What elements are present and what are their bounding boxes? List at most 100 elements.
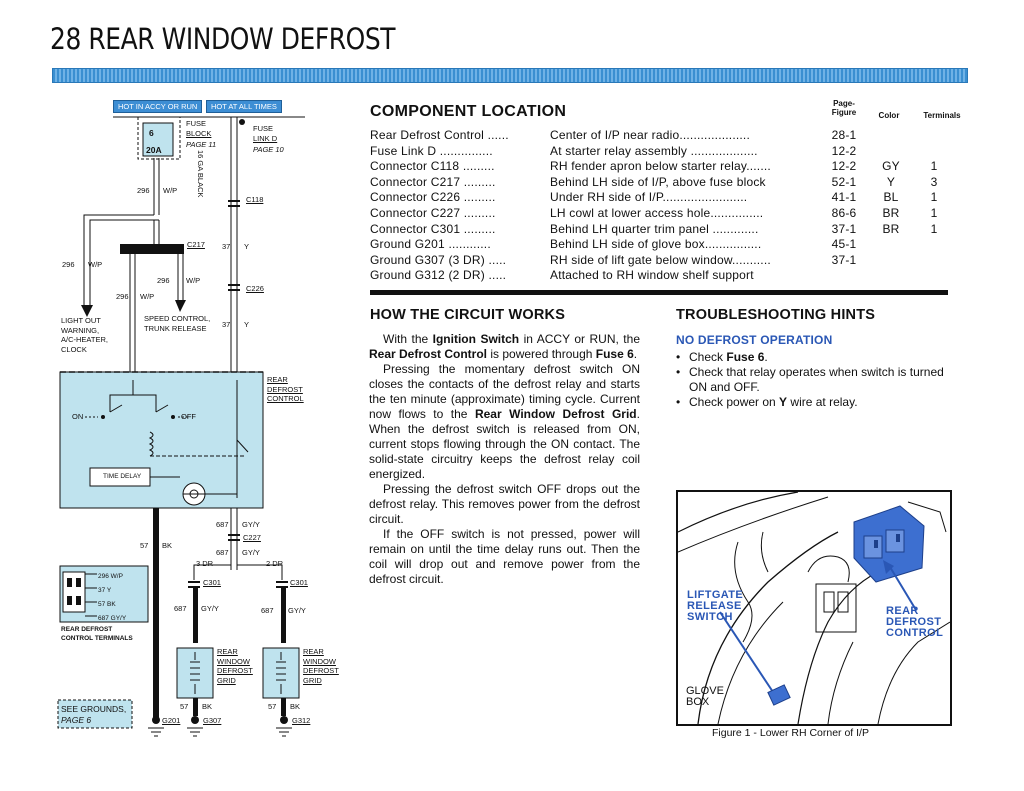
glove-box-label: GLOVE BOX [686,685,724,708]
page-title: 28 REAR WINDOW DEFROST [50,22,396,56]
title-bar [52,68,968,83]
wire-gyy-label-2: GY/Y [242,548,260,557]
wire-gyy-label: GY/Y [242,520,260,529]
troubleshooting-heading: TROUBLESHOOTING HINTS [676,307,876,323]
component-page-figure: 86-6 [831,206,857,220]
component-location: Behind LH side of I/P, above fuse block [550,174,766,189]
component-page-figure: 37-1 [831,221,857,236]
component-name: Connector C217 ......... [370,174,496,189]
wire-57-3dr-label: 57 [180,702,189,711]
wire-y-lower-label: Y [244,320,250,329]
component-name: Ground G201 ............ [370,237,491,252]
wire-bk-label: BK [162,541,173,550]
fuse-link-label2: LINK D [253,134,278,143]
fuse-block-label2: BLOCK [186,129,212,138]
col-page-figure: Page- Figure [831,99,857,117]
grid-label-2dr: REAR WINDOW DEFROST GRID [303,647,339,685]
component-name: Connector C227 ......... [370,206,496,220]
ground-g307-label: G307 [203,716,222,725]
component-location: Behind LH side of glove box.............… [550,237,762,252]
wire-y-label: Y [244,242,250,251]
wire-296-mid-label: 296 [157,276,170,285]
component-page-figure: 52-1 [831,174,857,189]
cw-paragraph-2: Pressing the momentary defrost switch ON… [369,362,640,481]
connector-c227-label: C227 [243,533,261,542]
liftgate-release-switch-label: LIFTGATE RELEASE SWITCH [687,589,744,623]
tip-item: Check Fuse 6. [676,350,951,365]
wire-296-low-label: 296 [116,292,129,301]
time-delay-label: TIME DELAY [103,473,142,480]
wire-wp-low-label: W/P [140,292,155,301]
component-page-figure: 12-2 [831,143,857,158]
wire-bk-2dr-label: BK [290,702,301,711]
fuse-link-wire-gauge: 16 GA BLACK [196,150,205,198]
col-terminals: Terminals [923,111,961,120]
3dr-label: 3 DR [196,559,214,568]
how-circuit-works-heading: HOW THE CIRCUIT WORKS [370,307,566,323]
component-name: Connector C226 ......... [370,190,496,205]
rear-defrost-control-label: REAR DEFROST CONTROL [267,375,304,403]
wire-57-2dr-label: 57 [268,702,277,711]
tip-item: Check power on Y wire at relay. [676,395,951,410]
figure-illustration: LIFTGATE RELEASE SWITCH REAR DEFROST CON… [676,490,952,726]
how-circuit-works-body: With the Ignition Switch in ACCY or RUN,… [369,332,640,587]
wiring-schematic-svg [57,116,305,737]
connector-c301-label-2dr: C301 [290,578,308,587]
fuse-link-page: PAGE 10 [253,145,284,154]
ground-g201-label: G201 [162,716,181,725]
component-name: Rear Defrost Control ...... [370,128,509,142]
component-page-figure: 45-1 [831,237,857,252]
component-location: LH cowl at lower access hole............… [550,206,764,220]
figure-drawing-svg [678,492,950,724]
component-location: RH fender apron below starter relay.....… [550,159,771,174]
light-out-label: LIGHT OUT WARNING, A/C-HEATER, CLOCK [61,316,108,354]
cw-paragraph-4: If the OFF switch is not pressed, power … [369,527,640,586]
2dr-label: 2 DR [266,559,284,568]
component-location: Attached to RH window shelf support [550,268,754,283]
component-location: At starter relay assembly ..............… [550,143,758,158]
switch-off-label: OFF [181,412,196,421]
component-terminals: 1 [930,221,938,236]
component-color: GY [882,159,900,174]
component-name: Connector C118 ......... [370,159,495,174]
col-color: Color [878,111,900,120]
speed-control-label: SPEED CONTROL, TRUNK RELEASE [144,314,211,333]
component-location-heading: COMPONENT LOCATION [370,103,567,120]
component-terminals: 1 [930,159,938,174]
hot-all-times-label: HOT AT ALL TIMES [206,100,282,113]
component-page-figure: 28-1 [831,128,857,142]
terminals-caption: REAR DEFROST CONTROL TERMINALS [61,626,133,642]
fuse-link-label1: FUSE [253,124,274,133]
component-color: BL [883,190,899,205]
fuse-block-label1: FUSE [186,119,207,128]
terminals-legend: 296 W/P 37 Y 57 BK 687 GY/Y [98,573,127,622]
component-terminals: 1 [930,190,938,205]
component-location: Center of I/P near radio................… [550,128,750,142]
component-name: Connector C301 ......... [370,221,496,236]
fuse-amps: 20A [146,145,162,155]
component-page-figure: 37-1 [831,252,857,267]
component-location: Under RH side of I/P....................… [550,190,748,205]
wire-37-label: 37 [222,242,231,251]
connector-c301-label-3dr: C301 [203,578,221,587]
wire-bk-3dr-label: BK [202,702,213,711]
connector-c217-label: C217 [187,240,205,249]
wire-gyy-3dr-label: GY/Y [201,604,219,613]
hot-accy-run-label: HOT IN ACCY OR RUN [113,100,203,113]
component-terminals: 3 [930,174,938,189]
wire-wp-left-label: W/P [88,260,103,269]
connector-c118-label: C118 [246,195,264,204]
cw-paragraph-1: With the Ignition Switch in ACCY or RUN,… [369,332,640,361]
section-divider [370,290,948,295]
wire-687-2dr-label: 687 [261,606,274,615]
wire-gyy-2dr-label: GY/Y [288,606,306,615]
switch-on-label: ON [72,412,84,421]
wire-57-label: 57 [140,541,149,550]
no-defrost-subheading: NO DEFROST OPERATION [676,333,833,347]
component-name: Ground G312 (2 DR) ..... [370,268,507,283]
component-color: Y [886,174,896,189]
troubleshooting-list: Check Fuse 6. Check that relay operates … [676,350,951,410]
component-name: Fuse Link D ............... [370,143,493,158]
component-color: BR [882,221,900,236]
cw-paragraph-3: Pressing the defrost switch OFF drops ou… [369,482,640,526]
